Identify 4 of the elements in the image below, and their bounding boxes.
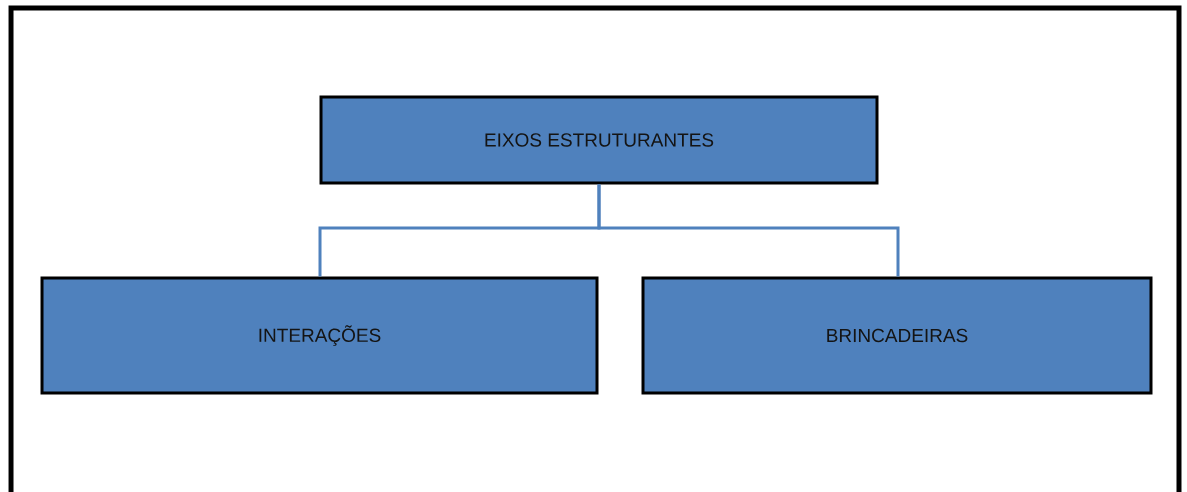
- connector: [597, 184, 900, 277]
- box: INTERAÇÕES: [40, 276, 599, 395]
- box: BRINCADEIRAS: [641, 276, 1153, 395]
- box: EIXOS ESTRUTURANTES: [319, 95, 879, 185]
